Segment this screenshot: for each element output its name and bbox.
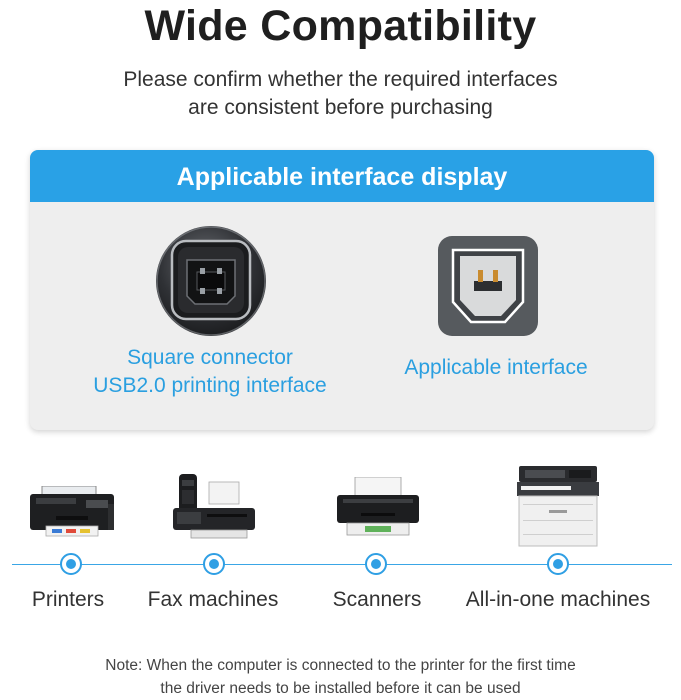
- device-label-scanners: Scanners: [332, 588, 422, 611]
- connector-caption-line-2: USB2.0 printing interface: [93, 374, 327, 397]
- timeline-dot-all-in-one-machines: [547, 553, 569, 575]
- scanner-icon: [337, 477, 419, 536]
- driver-note: Note: When the computer is connected to …: [0, 654, 681, 700]
- connector-caption: Square connector USB2.0 printing interfa…: [60, 344, 360, 400]
- device-label-fax-machines: Fax machines: [147, 588, 279, 611]
- fax-machine-icon: [173, 474, 255, 539]
- subtitle-line-1: Please confirm whether the required inte…: [123, 68, 558, 91]
- usb-b-connector-icon: [156, 226, 266, 336]
- driver-note-line-1: Note: When the computer is connected to …: [105, 657, 576, 674]
- subtitle-line-2: are consistent before purchasing: [188, 96, 493, 119]
- timeline-line: [12, 564, 672, 565]
- driver-note-line-2: the driver needs to be installed before …: [160, 680, 521, 697]
- panel-heading: Applicable interface display: [30, 150, 654, 202]
- interface-panel: Applicable interface display Square conn…: [30, 150, 654, 430]
- timeline-dot-printers: [60, 553, 82, 575]
- printer-icon: [30, 486, 114, 537]
- timeline-dot-scanners: [365, 553, 387, 575]
- timeline-dot-fax-machines: [203, 553, 225, 575]
- device-label-printers: Printers: [31, 588, 105, 611]
- connector-caption-line-1: Square connector: [127, 346, 293, 369]
- page-title: Wide Compatibility: [144, 2, 537, 50]
- page-subtitle: Please confirm whether the required inte…: [0, 66, 681, 122]
- all-in-one-machine-icon: [517, 466, 599, 547]
- usb-b-port-icon: [438, 236, 538, 336]
- interface-caption: Applicable interface: [404, 356, 588, 379]
- device-label-all-in-one-machines: All-in-one machines: [465, 588, 651, 611]
